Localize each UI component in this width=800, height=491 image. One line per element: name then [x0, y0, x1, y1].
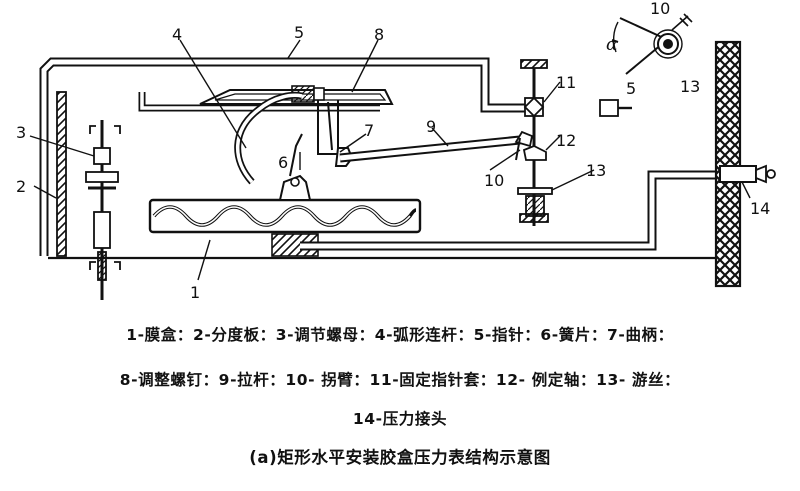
adjusting-nut	[85, 120, 121, 300]
housing-wall	[714, 40, 742, 288]
legend-line-2: 8-调整螺钉：9-拉杆：10- 拐臂：11-固定指针套：12- 例定轴：13- …	[119, 371, 681, 389]
inset-label-5: 5	[626, 79, 636, 98]
label-5: 5	[294, 23, 304, 42]
label-7: 7	[364, 121, 374, 140]
label-13: 13	[586, 161, 606, 180]
inset-label-alpha: α	[606, 35, 618, 55]
crank-arm	[514, 130, 547, 161]
pressure-joint	[719, 164, 776, 184]
label-1: 1	[190, 283, 200, 302]
leader-lines	[29, 39, 751, 281]
label-2: 2	[16, 177, 26, 196]
scale-plate	[56, 91, 67, 257]
spring-piece	[289, 133, 303, 177]
inset-angle-diagram	[611, 13, 693, 75]
label-8: 8	[374, 25, 384, 44]
label-14: 14	[750, 199, 770, 218]
label-10: 10	[484, 171, 504, 190]
label-3: 3	[16, 123, 26, 142]
inset-label-10: 10	[650, 0, 670, 18]
hairspring	[517, 187, 553, 223]
figure-title: (a)矩形水平安装胶盒压力表结构示意图	[249, 448, 551, 467]
pointer-arm	[39, 57, 525, 256]
label-12: 12	[556, 131, 576, 150]
legend-line-1: 1-膜盒：2-分度板：3-调节螺母：4-弧形连杆：5-指针：6-簧片：7-曲柄：	[126, 326, 674, 344]
legend-line-3: 14-压力接头	[352, 410, 448, 428]
diaphragm-box	[148, 198, 422, 234]
diaphragm-top-mount	[278, 174, 312, 201]
pressure-tube	[300, 170, 722, 251]
pull-rod	[339, 135, 521, 163]
inset-label-13: 13	[680, 77, 700, 96]
label-9: 9	[426, 117, 436, 136]
label-6: 6	[278, 153, 288, 172]
label-4: 4	[172, 25, 182, 44]
label-11: 11	[556, 73, 576, 92]
pressure-gauge-diagram: 1 2 3 4 5 6 7 8 9 10 11 12 13 14 10 α 5 …	[16, 0, 776, 302]
